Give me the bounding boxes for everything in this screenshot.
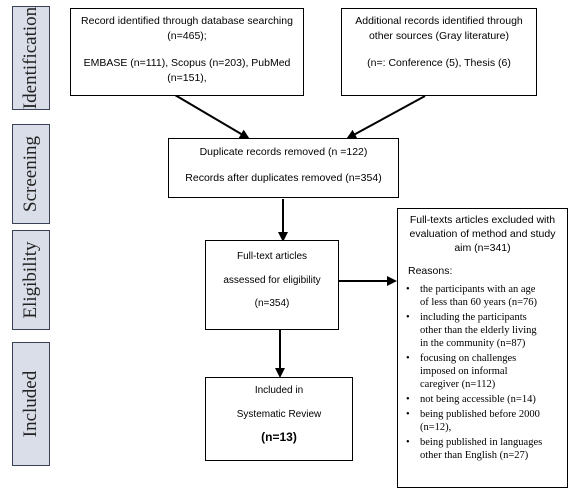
reason-line: (n=12), — [420, 422, 452, 433]
included-line: Systematic Review — [236, 409, 322, 420]
excluded-heading: Full-texts articles excluded with evalua… — [398, 213, 567, 255]
excluded-heading-line: Full-texts articles excluded with — [409, 214, 556, 226]
fulltext-box: Full-text articles assessed for eligibil… — [205, 240, 339, 330]
db-search-line: Record identified through database searc… — [81, 15, 293, 27]
reasons-list: the participants with an age of less tha… — [398, 283, 567, 462]
reason-line: being published in languages — [420, 437, 543, 448]
reason-line: in the community (n=87) — [420, 338, 526, 349]
reason-line: not being accessible (n=14) — [420, 394, 536, 405]
reason-item: being published before 2000 (n=12), — [398, 408, 561, 434]
reason-line: other than the elderly living — [420, 325, 537, 336]
db-search-line: EMBASE (n=111), Scopus (n=203), PubMed — [83, 57, 291, 69]
reason-item: focusing on challenges imposed on inform… — [398, 352, 561, 391]
reason-line: caregiver (n=112) — [420, 379, 496, 390]
stage-label-text: Screening — [20, 136, 41, 212]
reason-item: including the participants other than th… — [398, 311, 561, 350]
fulltext-line: (n=354) — [254, 298, 290, 309]
reason-item: the participants with an age of less tha… — [398, 283, 561, 309]
reasons-label: Reasons: — [408, 265, 453, 277]
other-sources-line: other sources (Gray literature) — [368, 30, 510, 42]
reason-line: of less than 60 years (n=76) — [420, 297, 538, 308]
reason-line: other than English (n=27) — [420, 450, 529, 461]
excluded-heading-line: aim (n=341) — [454, 242, 511, 254]
excluded-heading-line: evaluation of method and study — [409, 228, 556, 240]
screening-box: Duplicate records removed (n =122) Recor… — [168, 138, 399, 198]
stage-label-screening: Screening — [12, 124, 50, 224]
reason-line: the participants with an age — [420, 284, 536, 295]
db-search-line: (n=465); — [167, 30, 207, 42]
screening-line: Records after duplicates removed (n=354) — [185, 172, 382, 184]
screening-line: Duplicate records removed (n =122) — [199, 146, 368, 158]
reason-item: being published in languages other than … — [398, 436, 561, 462]
excluded-box: Full-texts articles excluded with evalua… — [397, 208, 568, 488]
fulltext-line: Full-text articles — [236, 251, 307, 262]
included-line: Included in — [254, 385, 304, 396]
included-count: (n=13) — [261, 430, 297, 444]
other-sources-line: Additional records identified through — [355, 15, 523, 27]
stage-label-text: Eligibility — [20, 241, 41, 319]
db-search-box: Record identified through database searc… — [70, 8, 304, 96]
reason-item: not being accessible (n=14) — [398, 393, 561, 406]
reason-line: being published before 2000 — [420, 409, 540, 420]
reason-line: focusing on challenges — [420, 353, 517, 364]
stage-label-identification: Identification — [12, 6, 50, 110]
fulltext-line: assessed for eligibility — [223, 275, 321, 286]
stage-label-included: Included — [12, 342, 50, 466]
stage-label-text: Included — [20, 370, 41, 438]
included-box: Included in Systematic Review (n=13) — [205, 377, 353, 461]
other-sources-box: Additional records identified through ot… — [341, 8, 537, 96]
arrow-other-to-screening — [346, 95, 426, 139]
db-search-line: (n=151), — [167, 72, 207, 84]
stage-label-eligibility: Eligibility — [12, 230, 50, 330]
reason-line: imposed on informal — [420, 366, 508, 377]
arrow-db-to-screening — [174, 94, 250, 140]
stage-label-text: Identification — [20, 6, 41, 110]
reason-line: including the participants — [420, 312, 527, 323]
other-sources-line: (n=: Conference (5), Thesis (6) — [367, 57, 511, 69]
